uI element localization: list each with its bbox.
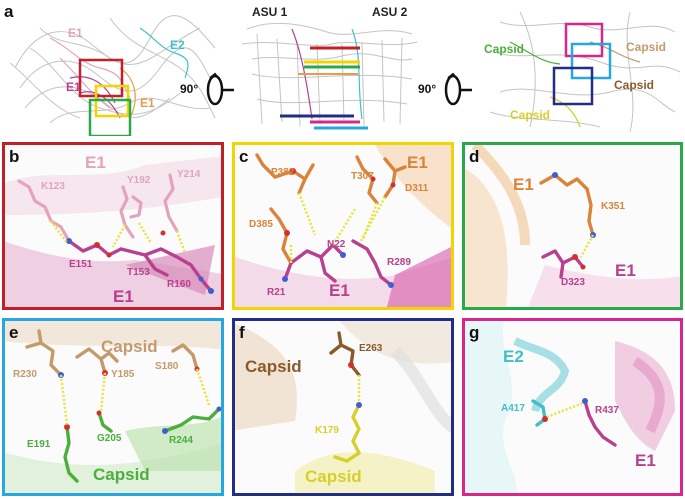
panel-g-residue-2: R437 [595,405,619,416]
panel-e-residue-2: Y185 [111,369,135,380]
panel-e-residue-3: S180 [155,361,179,372]
panel-e-residue-1: R230 [13,369,37,380]
overview-left-label-e1-right: E1 [140,96,155,110]
panel-letter-e: e [9,323,19,342]
panel-g-residue-1: A417 [501,403,525,414]
panel-d: d E1 E1 K351 D323 [462,142,683,310]
panel-b-residue-5: T153 [127,267,150,278]
overview-left-label-e1-mid: E1 [66,80,81,94]
panel-letter-g: g [469,323,480,342]
panel-c-residue-7: R21 [267,287,286,298]
panel-f-residue-1: E263 [359,343,383,354]
panel-e-residue-5: G205 [97,433,122,444]
panel-b-structure [5,156,221,307]
panel-e: e Capsid Capsid R230 Y185 S180 E191 G205… [2,318,224,496]
rotation-indicator-right: 90° [418,70,473,110]
highlight-box-navy [552,66,594,106]
panel-b-residue-4: E151 [69,259,93,270]
overview-left: E1 E2 E1 E1 [10,8,220,136]
panel-d-chain-top: E1 [513,175,534,194]
panel-d-residue-1: K351 [601,201,625,212]
panel-c-residue-4: D385 [249,219,273,230]
panel-g: g E2 E1 A417 R437 [462,318,683,496]
panel-c-residue-1: P382 [271,167,295,178]
panel-letter-d: d [469,147,480,166]
panel-e-residue-6: R244 [169,435,193,446]
overview-right: Capsid Capsid Capsid Capsid [480,2,683,137]
panel-b: b E1 E1 K123 Y192 Y214 E151 T153 R160 [2,142,224,310]
rotation-label-left: 90° [180,82,199,96]
panel-e-chain-bottom: Capsid [93,465,150,484]
panel-letter-c: c [239,147,249,166]
panel-e-chain-top: Capsid [101,337,158,356]
panel-b-residue-6: R160 [167,279,191,290]
rotation-indicator-left: 90° [180,70,235,110]
panel-letter-a: a [4,2,14,21]
panel-f-residue-2: K179 [315,425,339,436]
panel-e-residue-4: E191 [27,439,51,450]
asu2-label: ASU 2 [372,5,408,19]
panel-g-structure [465,321,675,493]
overview-right-label-capsid-green: Capsid [484,42,525,56]
rotation-label-right: 90° [418,82,437,96]
panel-c-chain-top: E1 [407,153,428,172]
overview-middle-structure [241,22,418,130]
rotate-arrow-icon [206,72,234,106]
panel-g-chain-top: E2 [503,347,524,366]
panel-c-residue-3: D311 [405,183,429,194]
panel-e-structure [5,321,221,493]
panel-b-chain-bottom: E1 [113,287,134,306]
panel-f-chain-bottom: Capsid [305,467,362,486]
panel-f-structure [235,321,451,493]
panel-d-chain-bottom: E1 [615,261,636,280]
panel-f: f Capsid Capsid E263 K179 [232,318,454,496]
overview-left-label-e2: E2 [170,38,185,52]
panel-f-chain-top: Capsid [245,357,302,376]
panel-c-residue-5: N22 [327,239,346,250]
overview-middle: ASU 1 ASU 2 [232,4,422,136]
overview-left-label-e1-top: E1 [68,26,83,40]
highlight-box-green [88,98,132,136]
panel-b-residue-3: Y214 [177,169,201,180]
overview-right-label-capsid-tan: Capsid [626,40,667,54]
panel-c-residue-2: T307 [351,171,374,182]
panel-c-structure [235,145,451,307]
highlight-box-red [78,58,124,98]
overview-left-structure [10,15,216,136]
panel-c-chain-bottom: E1 [329,281,350,300]
highlight-box-magenta [564,22,604,58]
overview-right-structure [489,11,681,133]
overview-right-label-capsid-yellow: Capsid [510,108,551,122]
panel-d-residue-2: D323 [561,277,585,288]
panel-b-chain-top: E1 [85,153,106,172]
panel-b-residue-1: K123 [41,181,65,192]
panel-letter-b: b [9,147,20,166]
panel-g-chain-bottom: E1 [635,451,656,470]
asu1-label: ASU 1 [252,5,288,19]
overview-right-label-capsid-brown: Capsid [614,78,655,92]
rotate-arrow-icon [444,72,472,106]
panel-c: c E1 E1 P382 T307 D311 D385 N22 R289 R21 [232,142,454,310]
panel-d-structure [465,145,680,307]
panel-b-residue-2: Y192 [127,175,151,186]
panel-letter-f: f [239,323,245,342]
panel-c-residue-6: R289 [387,257,411,268]
